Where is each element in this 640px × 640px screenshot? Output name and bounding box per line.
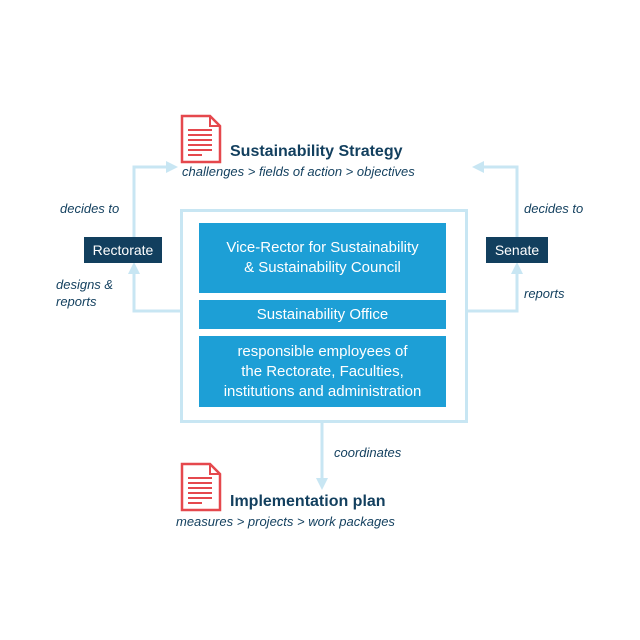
responsible-employees-line2: the Rectorate, Faculties, <box>241 362 404 380</box>
responsible-employees-box: responsible employees of the Rectorate, … <box>199 336 446 407</box>
coordinates-label: coordinates <box>334 445 402 460</box>
plan-subtitle: measures > projects > work packages <box>176 514 395 529</box>
strategy-document-icon <box>180 114 222 164</box>
rectorate-node: Rectorate <box>84 237 162 263</box>
arrow-rectorate-to-strategy <box>132 161 178 238</box>
vice-rector-box: Vice-Rector for Sustainability & Sustain… <box>199 223 446 293</box>
organization-frame <box>180 209 468 423</box>
sustainability-office-box: Sustainability Office <box>199 300 446 329</box>
rectorate-designs-line1: designs & <box>56 277 114 292</box>
plan-title: Implementation plan <box>230 493 386 510</box>
senate-label: Senate <box>494 242 540 258</box>
arrow-frame-to-rectorate <box>128 262 181 313</box>
plan-document-icon <box>180 462 222 512</box>
strategy-subtitle: challenges > fields of action > objectiv… <box>182 164 415 179</box>
rectorate-decides-label: decides to <box>60 201 120 216</box>
senate-node: Senate <box>486 237 548 263</box>
rectorate-designs-line2: reports <box>56 294 97 309</box>
arrow-senate-to-strategy <box>472 161 519 238</box>
responsible-employees-line3: institutions and administration <box>223 382 422 400</box>
arrow-frame-to-senate <box>466 262 523 313</box>
rectorate-label: Rectorate <box>92 242 154 258</box>
vice-rector-line2: & Sustainability Council <box>244 259 401 276</box>
strategy-title: Sustainability Strategy <box>230 143 403 160</box>
senate-decides-label: decides to <box>524 201 584 216</box>
sustainability-office-label: Sustainability Office <box>256 305 389 323</box>
responsible-employees-line1: responsible employees of <box>237 342 408 360</box>
rectorate-designs-label: designs & reports <box>56 276 113 310</box>
senate-reports-label: reports <box>524 286 565 301</box>
vice-rector-line1: Vice-Rector for Sustainability <box>226 239 419 256</box>
